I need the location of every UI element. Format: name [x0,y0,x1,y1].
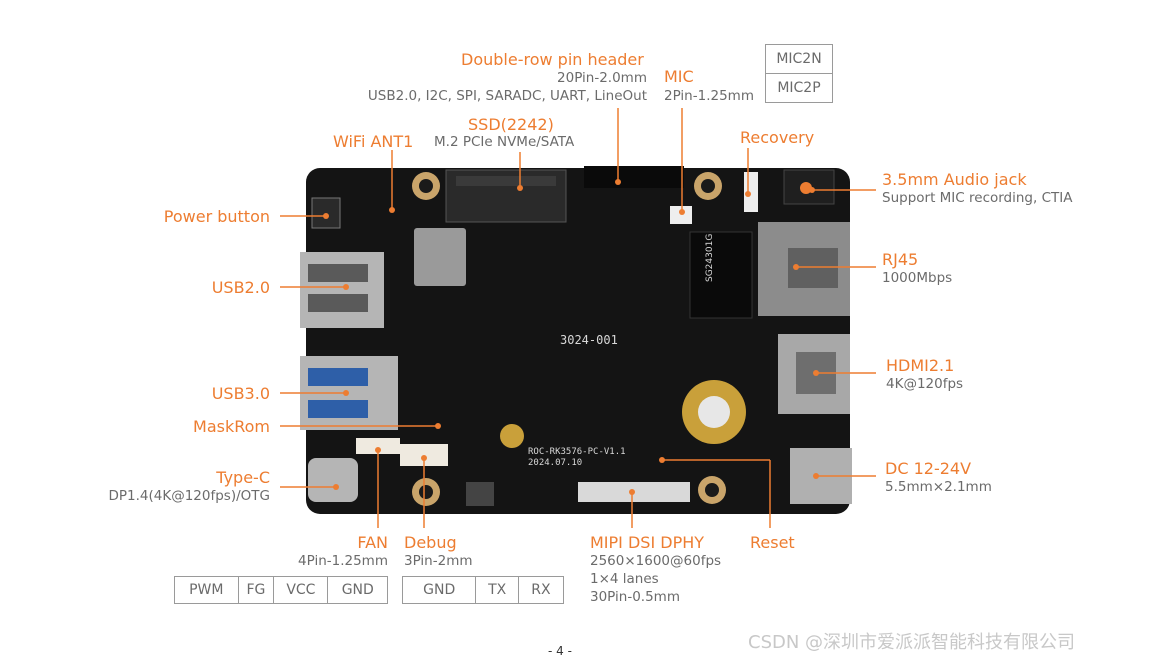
recovery-title: Recovery [740,128,815,147]
typec-title: Type-C [216,468,270,487]
mic-pin: MIC2P [765,73,833,103]
rj45-title: RJ45 [882,250,919,269]
pin-header-sub1: 20Pin-2.0mm [557,70,647,86]
debug-pin-table: GND TX RX [401,576,565,604]
board-model: ROC-RK3576-PC-V1.1 [528,447,626,457]
ssd-sub: M.2 PCIe NVMe/SATA [434,134,575,150]
chip-label: SG24301G [705,234,715,282]
page-number: - 4 - [548,644,572,658]
pin-header-title: Double-row pin header [461,50,644,69]
leader-lines [280,108,876,528]
rj45-sub: 1000Mbps [882,270,953,286]
pin-header [584,166,684,188]
usb3-title: USB3.0 [211,384,270,403]
fan-pin: GND [327,576,388,604]
fan-sub: 4Pin-1.25mm [298,553,388,569]
hdmi-title: HDMI2.1 [886,356,955,375]
audio-title: 3.5mm Audio jack [882,170,1027,189]
mipi-sub2: 1×4 lanes [590,571,659,587]
mic-connector [670,206,692,224]
maskrom-title: MaskRom [193,417,270,436]
pin-header-sub2: USB2.0, I2C, SPI, SARADC, UART, LineOut [367,88,647,104]
audio-sub: Support MIC recording, CTIA [882,190,1073,206]
mipi-title: MIPI DSI DPHY [590,533,705,552]
board-date: 2024.07.10 [528,458,582,468]
reset-title: Reset [750,533,795,552]
inductor [466,482,494,506]
debug-pin: GND [401,576,477,604]
fan-pin: FG [237,576,275,604]
mipi-sub1: 2560×1600@60fps [590,553,722,569]
ssd-title: SSD(2242) [468,115,554,134]
debug-title: Debug [404,533,457,552]
hdmi-sub: 4K@120fps [886,376,964,392]
usb2-title: USB2.0 [211,278,270,297]
fan-title: FAN [357,533,388,552]
debug-pin: RX [517,576,565,604]
sg-chip [689,231,753,319]
debug-sub: 3Pin-2mm [404,553,473,569]
debug-pin: TX [475,576,519,604]
leader-dots [323,179,819,495]
typec-sub: DP1.4(4K@120fps)/OTG [108,488,271,504]
mic-pin-table: MIC2N MIC2P [765,44,833,103]
fan-connector [356,438,400,454]
power-button-part [311,197,341,229]
typec-port [308,458,358,502]
usb2-port [300,252,384,328]
watermark: CSDN @深圳市爱派派智能科技有限公司 [748,632,1076,653]
power-title: Power button [163,207,270,226]
dc-title: DC 12-24V [885,459,972,478]
wifi-module [414,228,466,286]
gold-pad [500,424,524,448]
fan-pin: PWM [174,576,239,604]
fan-pin-table: PWM FG VCC GND [174,576,388,604]
fan-pin: VCC [273,576,329,604]
mic-title: MIC [664,67,694,86]
mipi-sub3: 30Pin-0.5mm [590,589,680,605]
wifi-title: WiFi ANT1 [333,132,414,151]
mic-pin: MIC2N [765,44,833,74]
mic-sub: 2Pin-1.25mm [664,88,754,104]
dc-sub: 5.5mm×2.1mm [885,479,992,495]
board-serial: 3024-001 [560,333,618,347]
